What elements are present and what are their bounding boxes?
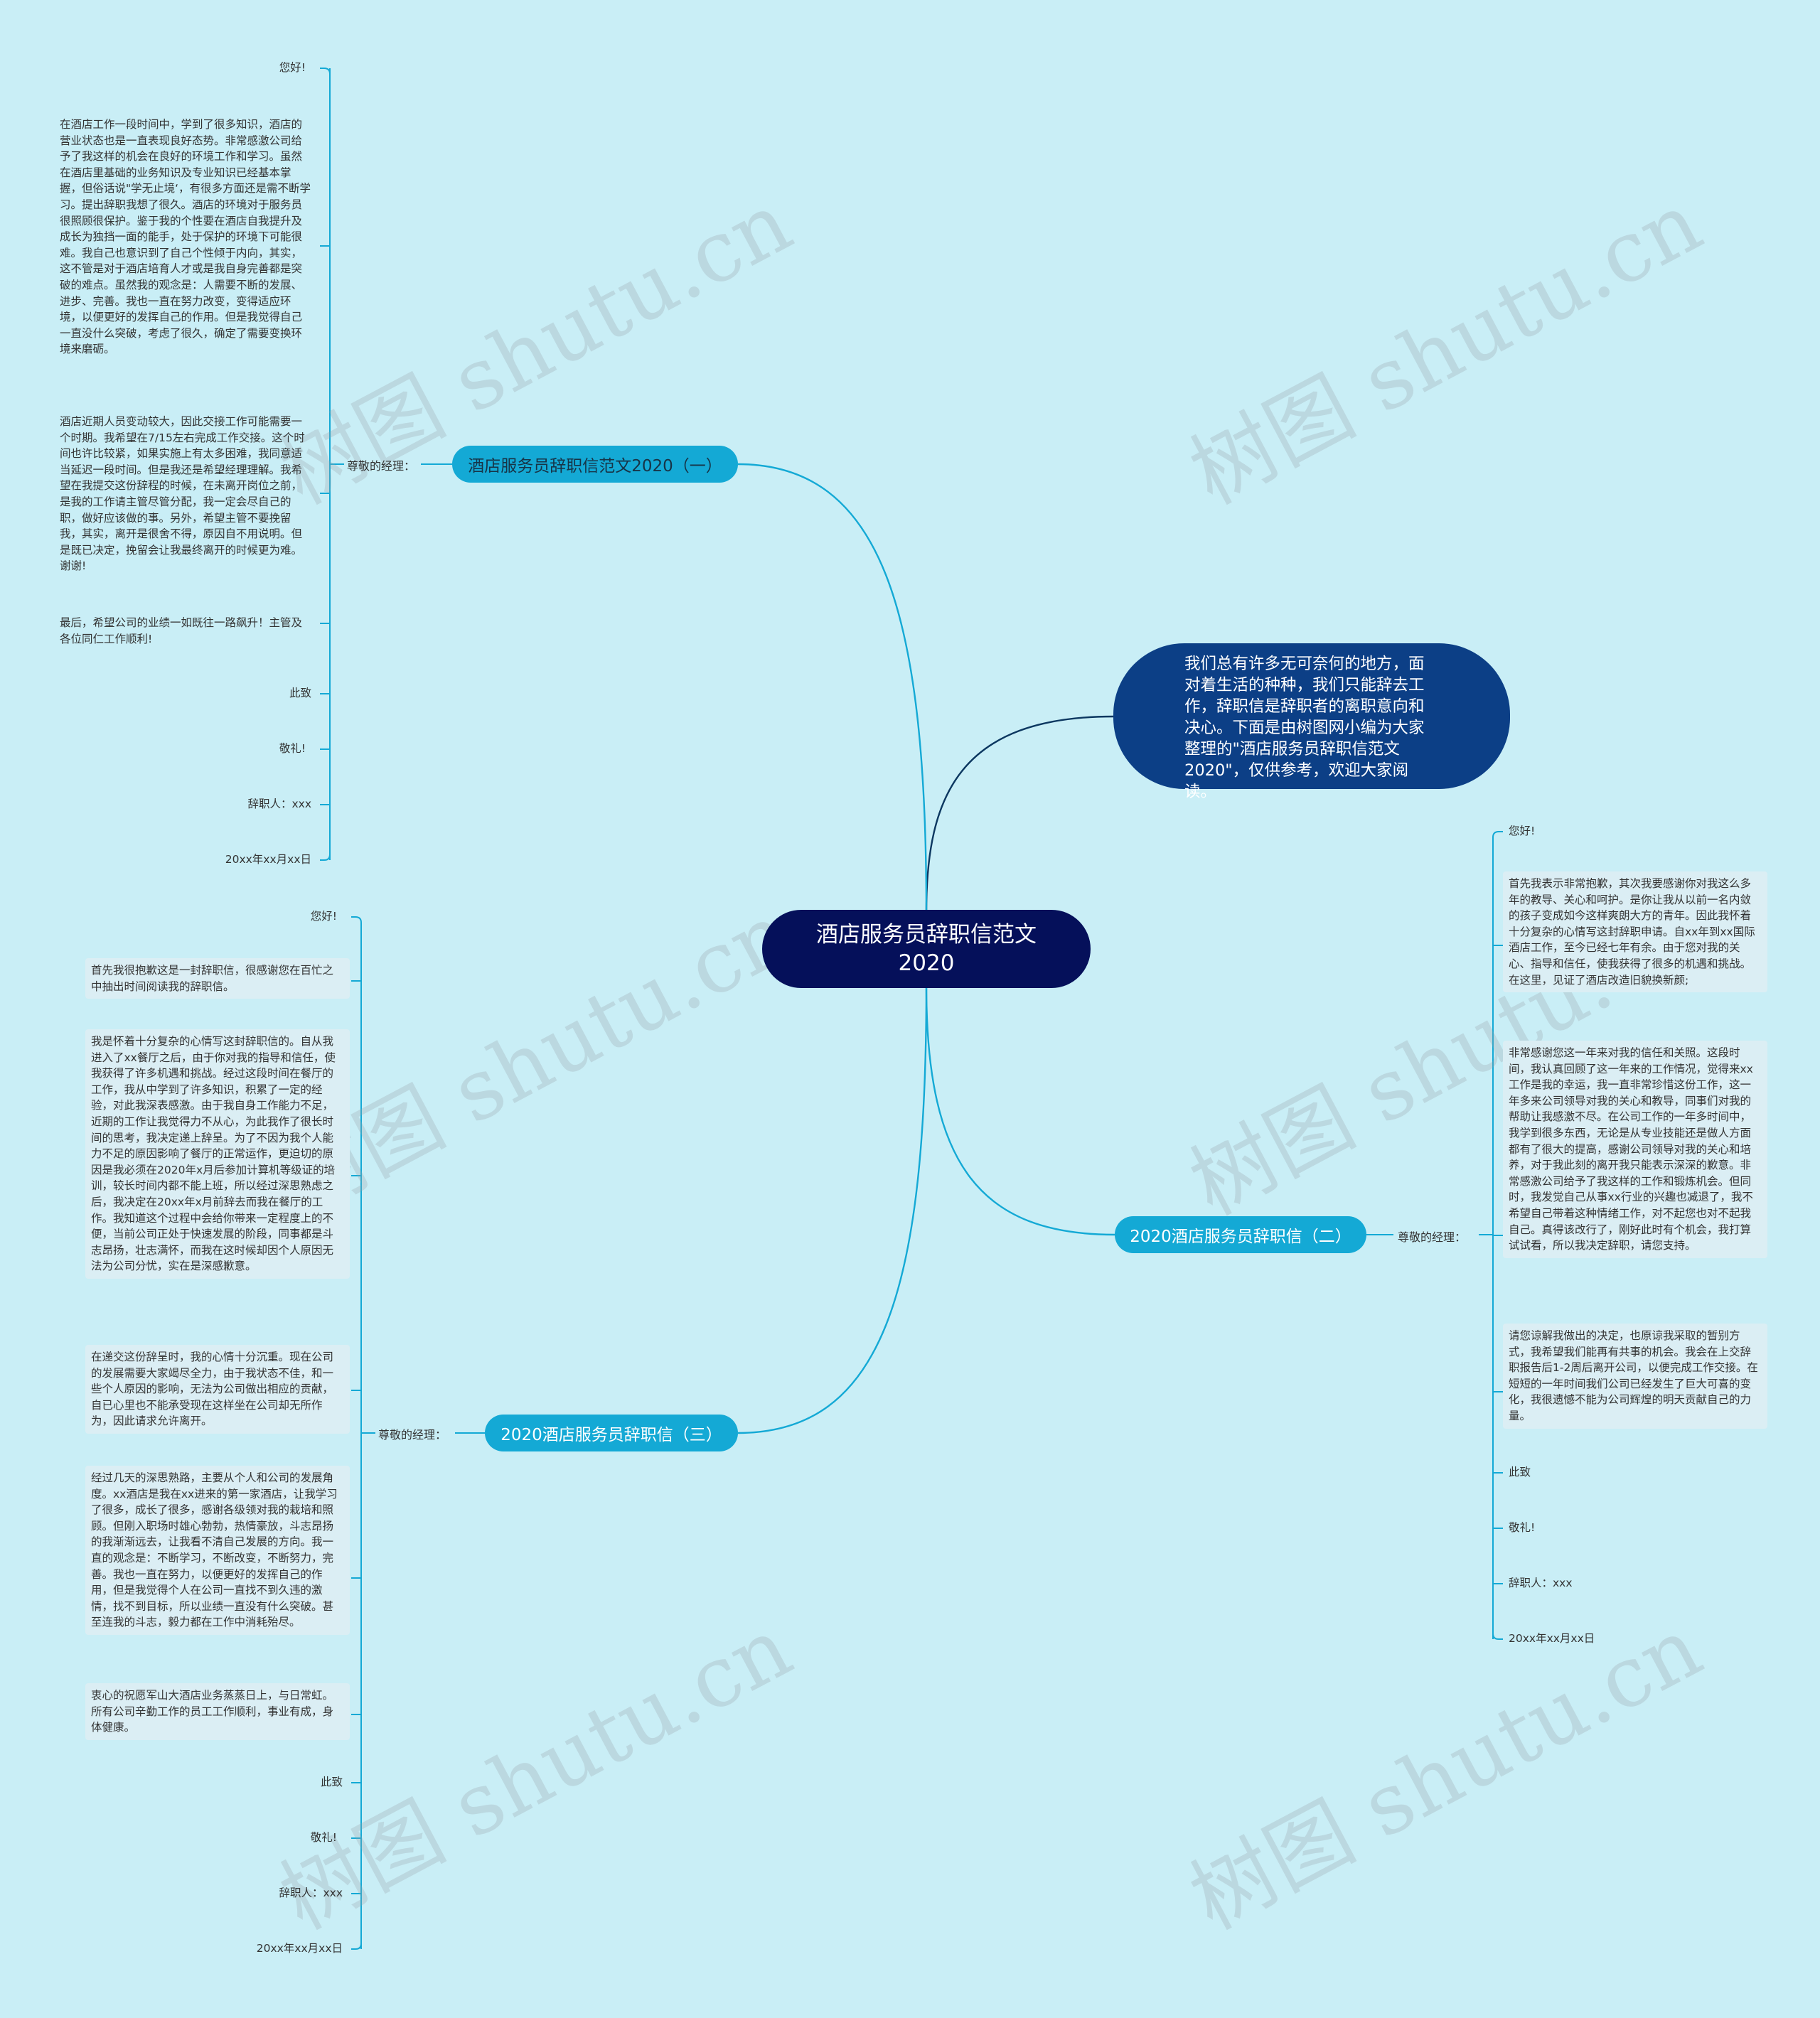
branch-3-item: 您好! [310, 910, 337, 923]
branch-3-salutation: 尊敬的经理： [378, 1428, 447, 1442]
branch-1-item: 20xx年xx月xx日 [225, 853, 311, 866]
branch-1-item: 酒店近期人员变动较大，因此交接工作可能需要一个时期。我希望在7/15左右完成工作… [60, 415, 305, 573]
branch-3-item: 20xx年xx月xx日 [256, 1942, 343, 1955]
root-topic[interactable]: 酒店服务员辞职信范文2020 [762, 910, 1091, 988]
branch-2-item: 20xx年xx月xx日 [1509, 1632, 1595, 1645]
branch-1-item: 最后，希望公司的业绩一如既往一路飙升！主管及各位同仁工作顺利! [60, 616, 303, 645]
branch-3-item: 首先我很抱歉这是一封辞职信，很感谢您在百忙之中抽出时间阅读我的辞职信。 [85, 958, 350, 999]
branch-1-salutation: 尊敬的经理： [347, 459, 416, 473]
branch-2-item: 非常感谢您这一年来对我的信任和关照。这段时间，我认真回顾了这一年来的工作情况，觉… [1503, 1041, 1767, 1258]
branch-2-item: 请您谅解我做出的决定，也原谅我采取的暂别方式，我希望我们能再有共事的机会。我会在… [1503, 1324, 1767, 1429]
branch-3-item: 经过几天的深思熟路，主要从个人和公司的发展角度。xx酒店是我在xx进来的第一家酒… [85, 1466, 350, 1635]
branch-3-item: 我是怀着十分复杂的心情写这封辞职信的。自从我进入了xx餐厅之后，由于你对我的指导… [85, 1029, 350, 1279]
branch-2-item: 此致 [1509, 1466, 1531, 1478]
branch-2-item: 敬礼! [1509, 1521, 1536, 1534]
branch-1-item: 您好! [279, 61, 306, 74]
root-topic-label: 酒店服务员辞职信范文2020 [816, 922, 1037, 976]
branch-3-item: 在递交这份辞呈时，我的心情十分沉重。现在公司的发展需要大家竭尽全力，由于我状态不… [85, 1345, 350, 1434]
branch-1-topic[interactable]: 酒店服务员辞职信范文2020（一） [452, 446, 738, 483]
branch-1-item: 辞职人：xxx [247, 798, 311, 810]
branch-1-item: 敬礼! [279, 742, 306, 755]
branch-1-item: 此致 [289, 687, 311, 699]
branch-3-topic[interactable]: 2020酒店服务员辞职信（三） [485, 1415, 738, 1451]
branch-3-item: 衷心的祝愿军山大酒店业务蒸蒸日上，与日常虹。所有公司辛勤工作的员工工作顺利，事业… [85, 1683, 350, 1740]
branch-3-item: 敬礼! [310, 1831, 337, 1844]
branch-2-salutation: 尊敬的经理： [1398, 1230, 1467, 1244]
branch-2-title: 2020酒店服务员辞职信（二） [1130, 1228, 1351, 1246]
branch-3-item: 辞职人：xxx [279, 1886, 343, 1899]
branch-2-topic[interactable]: 2020酒店服务员辞职信（二） [1115, 1216, 1366, 1253]
branch-1-title: 酒店服务员辞职信范文2020（一） [468, 457, 722, 476]
branch-1-item: 在酒店工作一段时间中，学到了很多知识，酒店的营业状态也是一直表现良好态势。非常感… [60, 118, 311, 356]
branch-3-item: 此致 [320, 1776, 343, 1788]
branch-3-title: 2020酒店服务员辞职信（三） [500, 1426, 722, 1444]
intro-text: 我们总有许多无可奈何的地方，面对着生活的种种，我们只能辞去工作，辞职信是辞职者的… [1184, 655, 1425, 801]
branch-2-item: 辞职人：xxx [1509, 1577, 1573, 1589]
branch-2-item: 您好! [1509, 825, 1536, 837]
branch-2-item: 首先我表示非常抱歉，其次我要感谢你对我这么多年的教导、关心和呵护。是你让我从以前… [1503, 871, 1767, 993]
intro-node[interactable]: 我们总有许多无可奈何的地方，面对着生活的种种，我们只能辞去工作，辞职信是辞职者的… [1113, 643, 1510, 801]
